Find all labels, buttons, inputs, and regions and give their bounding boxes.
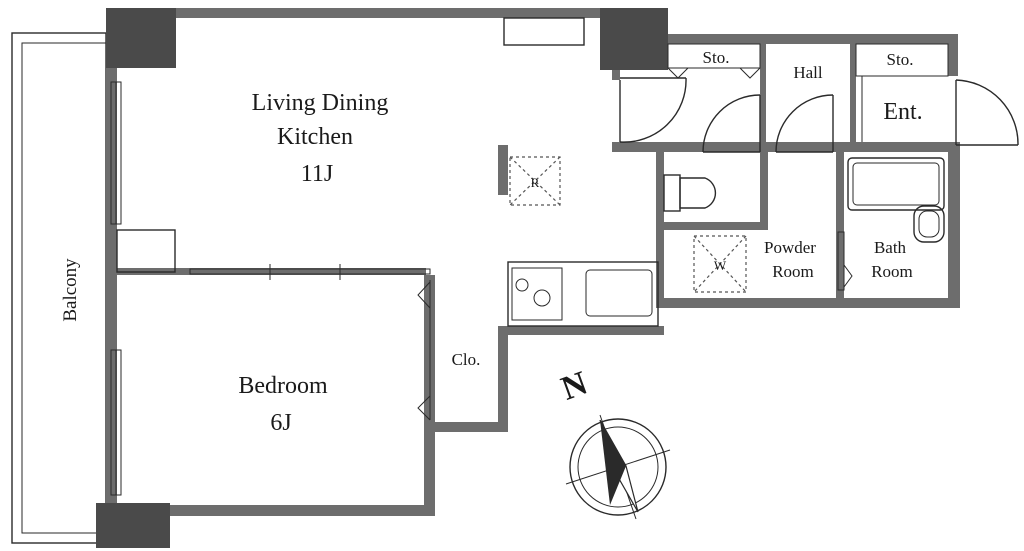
refrigerator-label: R xyxy=(531,175,540,190)
ldk-size: 11J xyxy=(301,161,333,187)
hall-storage-label: Sto. xyxy=(703,48,730,67)
bathtub xyxy=(847,157,945,243)
bedroom-label: Bedroom xyxy=(238,373,328,399)
windows xyxy=(110,17,585,496)
refrigerator-space xyxy=(509,156,561,206)
powder-room-label-line2: Room xyxy=(772,262,814,281)
balcony-label: Balcony xyxy=(60,258,81,322)
kitchen-counter xyxy=(507,261,659,327)
washer-label: W xyxy=(714,258,727,273)
closet xyxy=(417,280,431,421)
bath-room-label-line2: Room xyxy=(871,262,913,281)
closet-label: Clo. xyxy=(452,350,481,369)
hall-doors xyxy=(619,43,1019,153)
entry-storage-label: Sto. xyxy=(887,50,914,69)
powder-room-label-line1: Powder xyxy=(764,238,816,257)
washer-space xyxy=(693,231,853,293)
balcony xyxy=(11,32,107,544)
walls xyxy=(106,8,960,543)
ldk-label-line1: Living Dining xyxy=(252,90,389,116)
columns xyxy=(96,8,668,548)
sliding-doors xyxy=(189,264,431,280)
bedroom-size: 6J xyxy=(270,410,291,436)
north-label: N xyxy=(557,364,593,407)
compass-rose xyxy=(565,414,671,520)
ldk-label-line2: Kitchen xyxy=(277,124,353,150)
hall-label: Hall xyxy=(793,63,823,82)
bath-room-label-line1: Bath xyxy=(874,238,907,257)
toilet xyxy=(663,174,717,212)
entrance-label: Ent. xyxy=(883,99,922,125)
labels: Living Dining Kitchen 11J Bedroom 6J Bal… xyxy=(60,48,923,436)
